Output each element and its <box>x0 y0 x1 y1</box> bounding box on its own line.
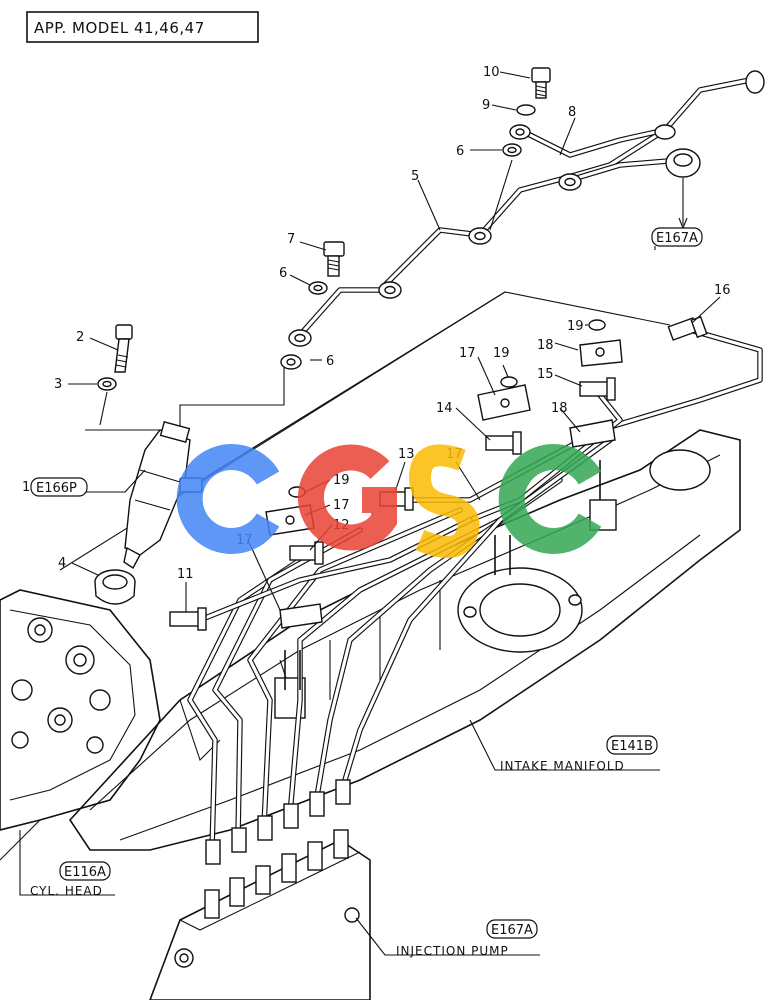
ref-e116a: E116A <box>59 861 111 881</box>
watermark-letter-s <box>408 444 480 558</box>
svg-text:E141B: E141B <box>611 739 653 754</box>
upper-leak-off-pipes <box>288 70 765 347</box>
clamp-17-lower <box>279 603 323 629</box>
callout-6-upper: 6 <box>456 144 464 159</box>
cylinder-head <box>0 589 161 896</box>
bolt-2 <box>114 324 133 373</box>
callout-9: 9 <box>482 98 490 113</box>
watermark-letter-c2 <box>498 444 602 554</box>
callout-7: 7 <box>287 232 295 247</box>
callout-15: 15 <box>537 367 554 382</box>
callout-1: 1 <box>22 480 30 495</box>
ref-e166p: E166P <box>30 477 88 497</box>
watermark-letter-c1 <box>176 444 280 554</box>
callout-10: 10 <box>483 65 500 80</box>
callout-8: 8 <box>568 105 576 120</box>
ref-e167a-bottom: E167A <box>486 919 538 939</box>
bolt-10 <box>531 67 551 99</box>
callout-11: 11 <box>177 567 194 582</box>
callout-16: 16 <box>714 283 731 298</box>
label-injection-pump: INJECTION PUMP <box>396 944 509 958</box>
callout-6-lower: 6 <box>326 354 334 369</box>
watermark-letter-g <box>297 444 397 551</box>
callout-18-upper: 18 <box>537 338 554 353</box>
callout-14: 14 <box>436 401 453 416</box>
fitting-14 <box>485 431 522 455</box>
callout-17-middle: 17 <box>333 498 350 513</box>
fitting-15 <box>579 377 616 401</box>
svg-text:E167A: E167A <box>656 231 698 246</box>
reference-tags: E167A E166P E141B INTAKE MANIFOLD E116A … <box>30 227 703 958</box>
model-header: APP. MODEL 41,46,47 <box>26 11 259 43</box>
cgsc-watermark <box>176 444 602 558</box>
ref-e141b: E141B <box>606 735 658 755</box>
bolt-7 <box>323 241 345 277</box>
model-header-text: APP. MODEL 41,46,47 <box>34 19 205 37</box>
bolts-washers <box>97 67 551 426</box>
svg-text:E166P: E166P <box>36 481 77 496</box>
fitting-11 <box>169 607 207 631</box>
ref-e167a-top: E167A <box>651 227 703 247</box>
nozzle-holder <box>123 421 203 570</box>
callout-18-lower: 18 <box>551 401 568 416</box>
clamp-18-upper <box>579 339 623 367</box>
intake-manifold <box>68 429 741 851</box>
callout-6-middle: 6 <box>279 266 287 281</box>
callout-2: 2 <box>76 330 84 345</box>
callout-17-upper: 17 <box>459 346 476 361</box>
callout-5: 5 <box>411 169 419 184</box>
callout-3: 3 <box>54 377 62 392</box>
fitting-16 <box>667 315 708 341</box>
callout-19-middle: 19 <box>493 346 510 361</box>
nut-19-top <box>588 319 606 331</box>
callout-13: 13 <box>398 447 415 462</box>
nozzle-gasket <box>94 569 136 605</box>
callout-19-lower: 19 <box>333 473 350 488</box>
clamp-17-upper <box>477 384 531 421</box>
washer-9 <box>516 104 536 116</box>
injection-pipes-lower <box>187 437 613 865</box>
injection-pump <box>149 829 540 1000</box>
clamp-18-lower <box>569 419 616 448</box>
svg-text:E116A: E116A <box>64 865 106 880</box>
callout-4: 4 <box>58 556 66 571</box>
pump-delivery-valves <box>204 829 349 919</box>
label-cyl-head: CYL. HEAD <box>30 884 103 898</box>
label-intake-manifold: INTAKE MANIFOLD <box>500 759 625 773</box>
nut-19-middle <box>500 376 518 388</box>
svg-text:E167A: E167A <box>491 923 533 938</box>
callout-19-top: 19 <box>567 319 584 334</box>
